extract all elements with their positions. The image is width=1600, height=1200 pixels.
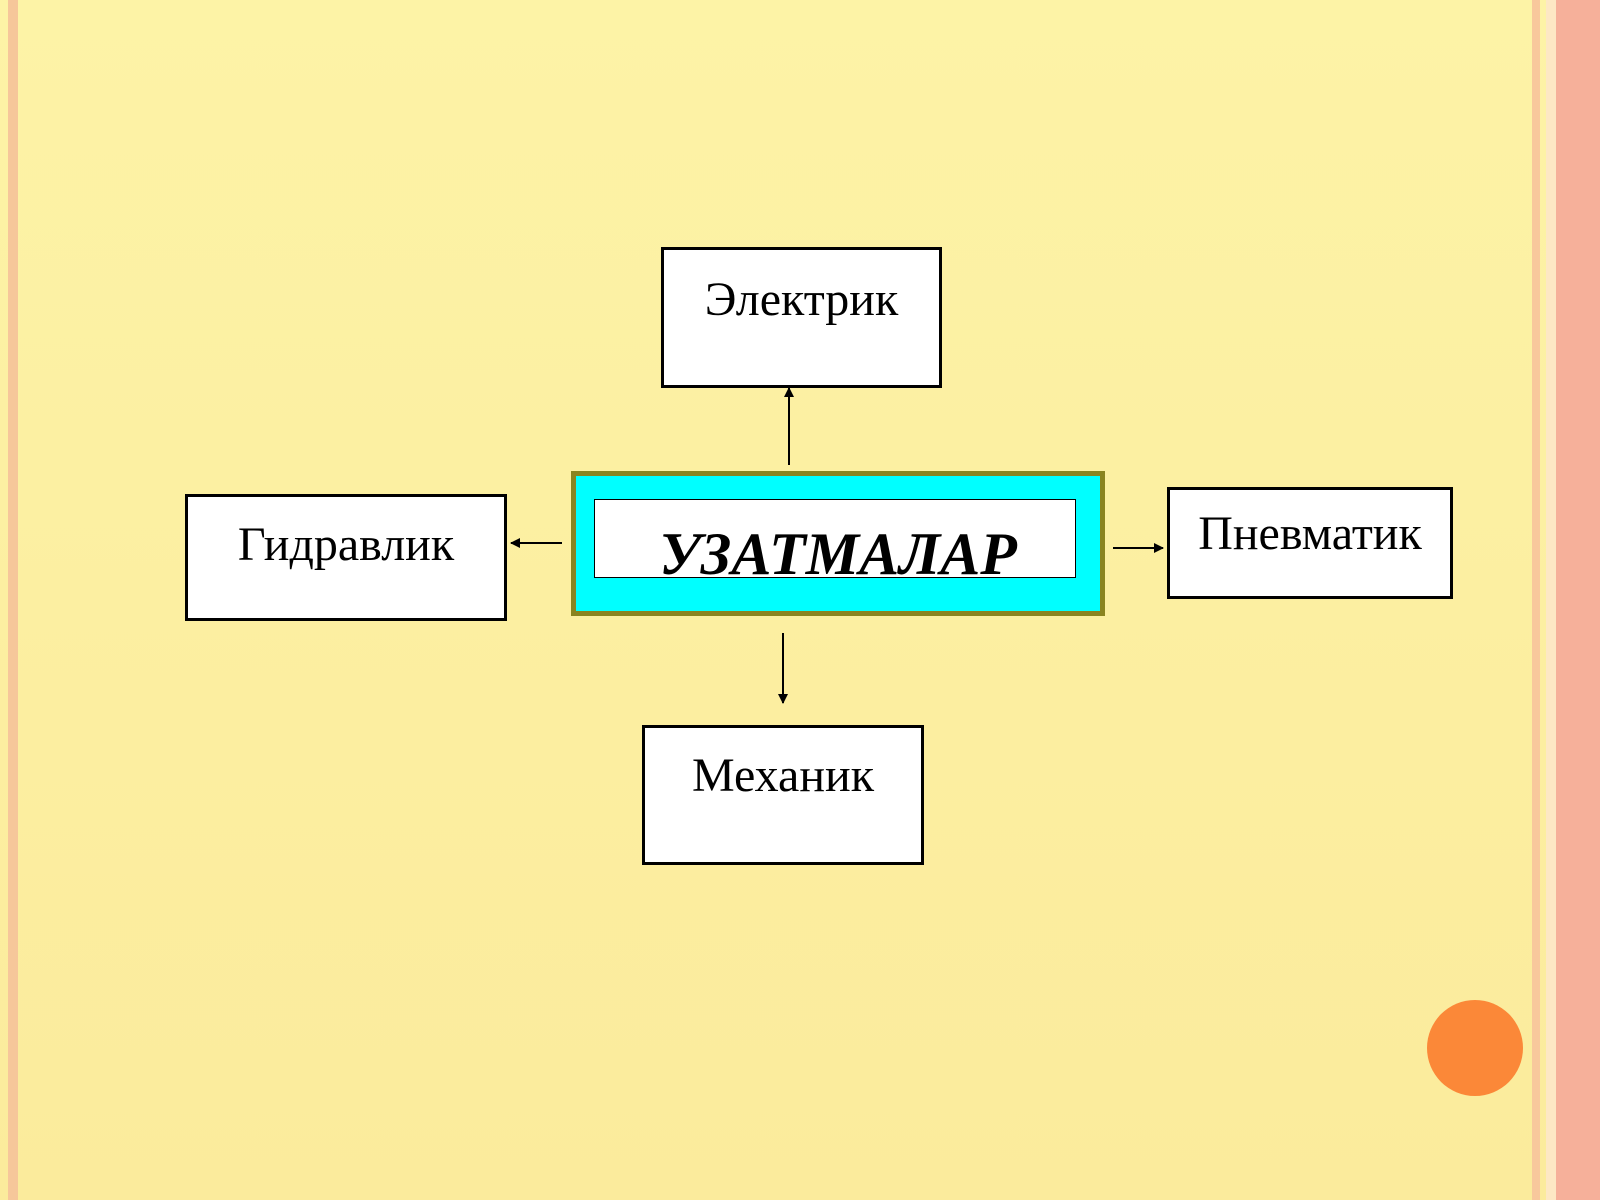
node-mechanic: Механик [642,725,924,865]
node-electric-label: Электрик [704,273,899,326]
right-decorative-stripe-inner [1532,0,1540,1200]
right-decorative-stripe-light [1546,0,1556,1200]
left-decorative-stripe [8,0,18,1200]
node-pneumatic: Пневматик [1167,487,1453,599]
right-decorative-stripe-outer [1556,0,1600,1200]
node-electric: Электрик [661,247,942,388]
node-hydraulic-label: Гидравлик [237,518,455,571]
center-node-inner-box [594,499,1076,578]
node-mechanic-label: Механик [691,749,875,802]
center-node-label: УЗАТМАЛАР [659,521,1017,587]
decorative-orange-circle [1427,1000,1523,1096]
node-hydraulic: Гидравлик [185,494,507,621]
node-pneumatic-label: Пневматик [1198,507,1422,560]
